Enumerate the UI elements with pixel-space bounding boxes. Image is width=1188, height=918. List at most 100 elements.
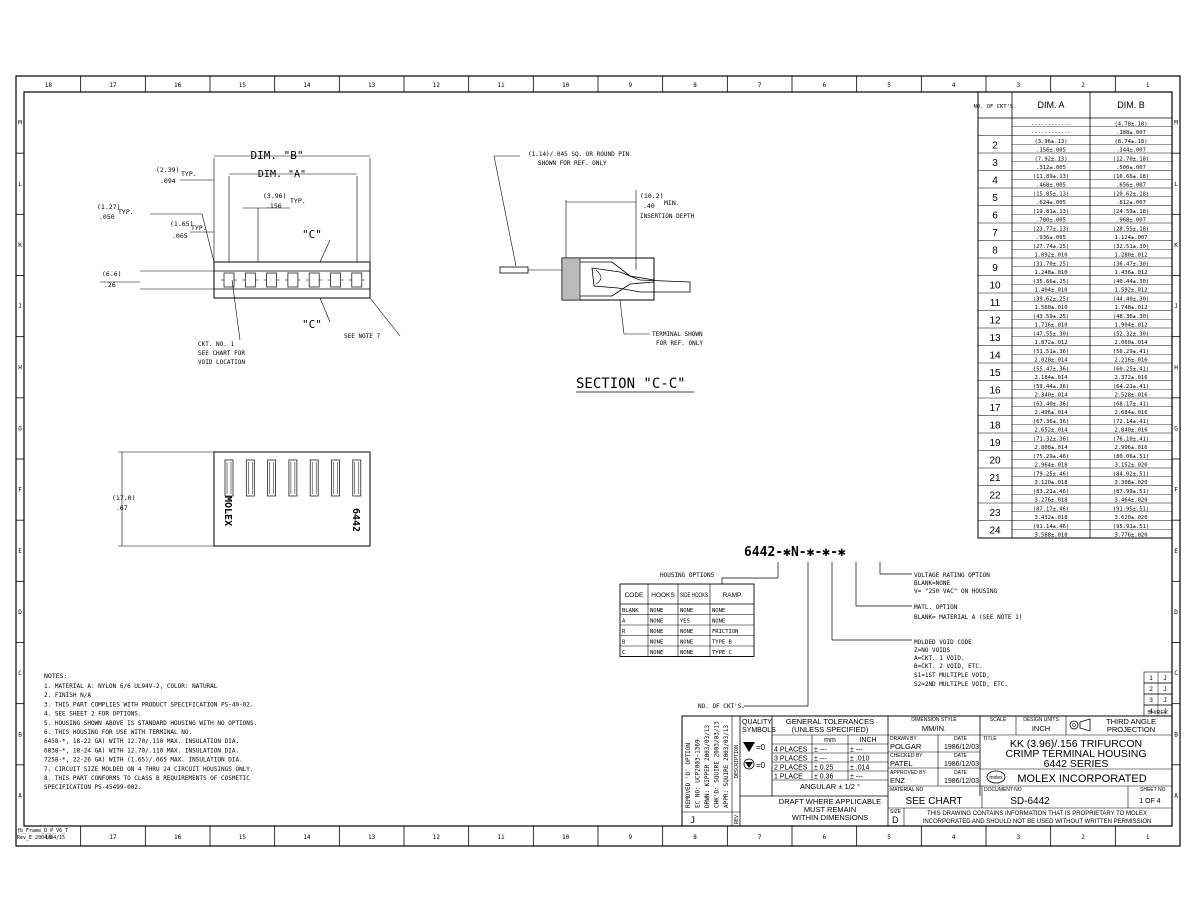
dim1-mm: (2.39) (156, 166, 179, 174)
terminal-slot (309, 459, 319, 497)
column-label-bottom: 18 (45, 834, 53, 841)
column-label-top: 7 (758, 82, 762, 89)
terminal-slot (352, 459, 362, 497)
housing-cell: NONE (650, 650, 663, 656)
depth-in: .40 (643, 202, 655, 210)
dim5-in: .26 (104, 281, 116, 289)
column-label-top: 16 (174, 82, 182, 89)
dim-table-ckt-count: 19 (989, 438, 1001, 449)
dim-table-ckt-count: 13 (989, 333, 1001, 344)
dim-style-label: DIMENSION STYLE (911, 717, 957, 723)
row-label-right: A (1174, 792, 1178, 799)
tol-mm: ± --- (814, 747, 827, 754)
ckt-note-1: CKT. NO. 1 (198, 341, 235, 348)
dim-table-b-in: 3.308±.020 (1114, 480, 1147, 486)
draft-2: MUST REMAIN (804, 805, 856, 814)
dim1-in: .094 (160, 177, 176, 185)
dim-table-b-mm: (20.62±.18) (1113, 191, 1149, 197)
dim-table-b-mm: (32.51±.30) (1113, 244, 1149, 250)
dim-table-a-mm: (15.85±.13) (1033, 191, 1069, 197)
dim-table-a-in: 3.432±.018 (1034, 515, 1067, 521)
sheet-number: 1 (1149, 675, 1153, 682)
material-label: MATERIAL NO (890, 787, 923, 793)
dim-table-b-mm: (64.21±.41) (1113, 384, 1149, 390)
row-label-right: L (1174, 181, 1178, 188)
checked-by-label: CHECKED BY (890, 753, 923, 759)
dim-table-ckt-count: 24 (989, 525, 1001, 536)
document-no: SD-6442 (1010, 796, 1050, 807)
see-note-7: SEE NOTE 7 (344, 333, 381, 340)
housing-options-label: HOUSING OPTIONS (660, 572, 715, 579)
dim4-in: .065 (172, 232, 188, 240)
sheet-revision: J (1163, 697, 1166, 704)
dim-table-a-mm: (23.77±.13) (1033, 226, 1069, 232)
tol-inch: ± .010 (850, 756, 870, 763)
dim-table-a-in: 2.184±.014 (1034, 375, 1068, 381)
company-name: MOLEX INCORPORATED (1017, 773, 1146, 785)
row-label-right: E (1174, 548, 1178, 555)
tol-places: 1 PLACE (774, 774, 803, 781)
column-label-top: 8 (693, 82, 697, 89)
projection-1: THIRD ANGLE (1106, 717, 1156, 726)
sheet-rev-label: SH/REV. (1147, 710, 1169, 716)
void-5: S1=1ST MULTIPLE VOID, (914, 672, 990, 679)
title-line-2: CRIMP TERMINAL HOUSING (1006, 748, 1147, 760)
terminal-note-2: FOR REF. ONLY (656, 340, 703, 347)
column-label-top: 13 (368, 82, 376, 89)
dim-table-a-mm: (31.70±.25) (1033, 261, 1069, 267)
dim-table-b-mm: (56.29±.41) (1113, 349, 1149, 355)
dim-table-a-mm: (75.29±.46) (1033, 454, 1069, 460)
column-label-top: 10 (562, 82, 570, 89)
housing-cell: R (622, 629, 626, 635)
dim-table-b-in: 1.592±.012 (1114, 288, 1147, 294)
terminal-note-1: TERMINAL SHOWN (652, 331, 703, 338)
dim-table-ckt-count: 8 (992, 245, 998, 256)
sheet-revision: J (1163, 675, 1166, 682)
row-label-left: B (18, 731, 22, 738)
sheet-revision: J (1163, 686, 1166, 693)
title-label: TITLE (983, 736, 997, 742)
ckt-note-3: VOID LOCATION (198, 359, 245, 366)
dim-table-a-mm: ------------ (1031, 121, 1071, 127)
dim-table-ckt-count: 9 (992, 263, 998, 274)
dim5-mm: (6.6) (102, 270, 122, 278)
dim-table-b-in: 3.152±.020 (1114, 463, 1147, 469)
pin-note-1: (1.14)/.045 SQ. OR ROUND PIN (528, 151, 630, 158)
column-label-top: 4 (952, 82, 956, 89)
tol-inch-header: INCH (859, 737, 876, 744)
dim-table-b-mm: (52.32±.30) (1113, 331, 1149, 337)
drawn-by-label: DRAWN BY (890, 736, 917, 742)
dim-table-b-mm: (40.44±.30) (1113, 279, 1149, 285)
row-label-left: D (18, 609, 22, 616)
column-label-bottom: 1 (1146, 834, 1150, 841)
drawn-by: POLGAR (890, 742, 922, 751)
row-label-left: F (18, 487, 22, 494)
dim-table-b-mm: (95.91±.51) (1113, 524, 1149, 530)
housing-cell: C (622, 650, 625, 656)
top-view: DIM. "B" DIM. "A" (2.39) TYP. .094 (3.96… (97, 149, 401, 366)
voltage-3: V= "250 VAC" ON HOUSING (914, 588, 997, 595)
dim-table-b-in: .968±.007 (1116, 218, 1146, 224)
dim-table-b-mm: (87.99±.51) (1113, 489, 1149, 495)
dim-table-b-in: 2.996±.016 (1114, 445, 1147, 451)
dim-table-ckt-count: 23 (989, 508, 1001, 519)
dim-table-a-mm: (67.36±.36) (1033, 419, 1069, 425)
tol-mm: ± 0.36 (814, 774, 834, 781)
dim-table-b-in: 1.904±.012 (1114, 323, 1147, 329)
void-4: B=CKT. 2 VOID, ETC. (914, 663, 983, 670)
dim-table-a-in: 1.560±.010 (1034, 305, 1067, 311)
column-label-bottom: 11 (497, 834, 505, 841)
row-label-left: K (18, 242, 22, 249)
dim-table-b-in: 2.060±.014 (1114, 340, 1148, 346)
dim-table-a-mm: (55.47±.36) (1033, 366, 1069, 372)
dim-table-a-mm: (91.14±.46) (1033, 524, 1069, 530)
draft-3: WITHIN DIMENSIONS (792, 813, 868, 822)
terminal-slot (331, 459, 340, 497)
note-line: 2. FINISH N/A (44, 692, 91, 699)
note-line: 4. SEE SHEET 2 FOR OPTIONS. (44, 711, 142, 718)
dim-table-b-mm: (91.95±.51) (1113, 506, 1149, 512)
section-mark-top: "C" (302, 228, 322, 241)
dim-table-b-in: 1.280±.012 (1114, 253, 1147, 259)
title-line-3: 6442 SERIES (1044, 758, 1109, 770)
